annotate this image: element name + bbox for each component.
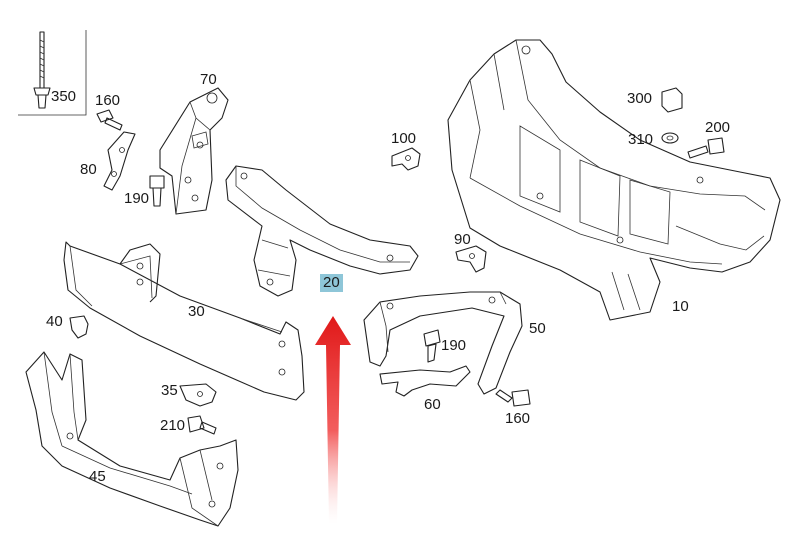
- callout-190-right: 190: [441, 337, 467, 354]
- bracket-80: [103, 131, 136, 191]
- upper-crossmember-20: [225, 165, 419, 297]
- bolt-190-right: [423, 329, 441, 363]
- callout-20-highlighted[interactable]: 20: [320, 274, 343, 292]
- callout-160: 160: [95, 92, 121, 109]
- callout-300: 300: [627, 90, 653, 107]
- callout-60: 60: [424, 396, 441, 413]
- callout-160-bottom: 160: [505, 410, 531, 427]
- callout-35: 35: [161, 382, 178, 399]
- bolt-350-inset: [18, 30, 87, 116]
- callout-80: 80: [80, 161, 97, 178]
- clip-35: [179, 383, 217, 407]
- callout-350: 350: [51, 88, 77, 105]
- bolt-160-top: [96, 109, 123, 131]
- bolt-200: [687, 137, 725, 159]
- callout-200: 200: [705, 119, 731, 136]
- callout-310: 310: [628, 131, 654, 148]
- callout-210: 210: [160, 417, 186, 434]
- callout-30: 30: [188, 303, 205, 320]
- callout-190: 190: [124, 190, 150, 207]
- nut-300: [661, 87, 683, 113]
- front-module-10: [447, 39, 781, 321]
- callout-90: 90: [454, 231, 471, 248]
- bolt-210: [187, 415, 217, 435]
- washer-310: [661, 132, 679, 144]
- callout-70: 70: [200, 71, 217, 88]
- bracket-50: [363, 291, 523, 395]
- callout-45: 45: [89, 468, 106, 485]
- clip-40: [69, 315, 89, 339]
- callout-50: 50: [529, 320, 546, 337]
- callout-40: 40: [46, 313, 63, 330]
- bumper-beam-30: [63, 241, 305, 401]
- bolt-190-left: [149, 175, 165, 207]
- direction-arrow: [315, 316, 351, 524]
- clip-90: [455, 245, 487, 273]
- clip-100: [391, 147, 421, 171]
- callout-100: 100: [391, 130, 417, 147]
- bolt-160-bottom: [495, 389, 531, 407]
- lower-carrier-45: [25, 351, 239, 527]
- strut-60: [379, 365, 471, 397]
- callout-10: 10: [672, 298, 689, 315]
- bracket-70: [159, 87, 229, 215]
